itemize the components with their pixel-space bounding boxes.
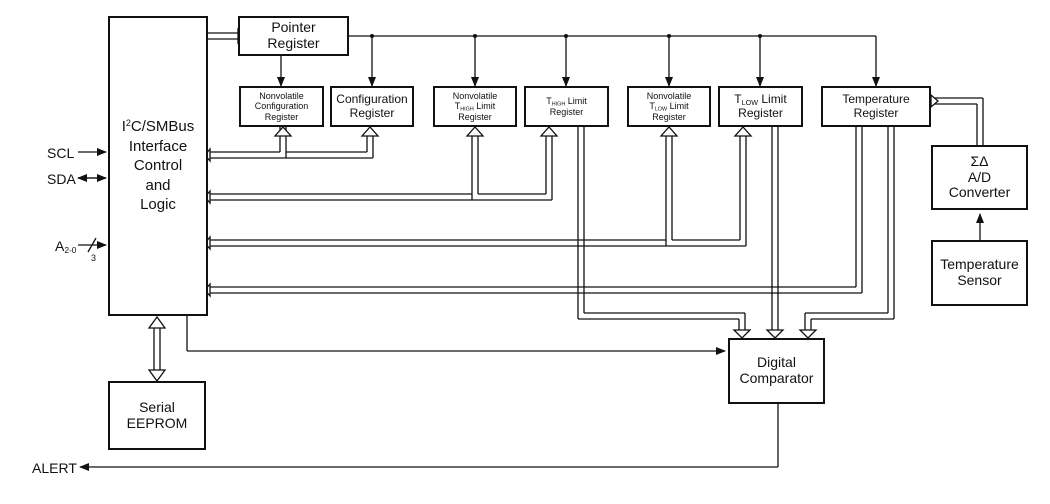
digital-comparator: Digital Comparator bbox=[728, 338, 825, 404]
thigh-limit-register: THIGH Limit Register bbox=[524, 86, 609, 127]
alert-label: ALERT bbox=[32, 460, 77, 476]
tlow-limit-register: TLOW Limit Register bbox=[718, 86, 803, 127]
serial-eeprom: Serial EEPROM bbox=[108, 381, 206, 450]
sda-label: SDA bbox=[47, 171, 76, 187]
i2c-line5: Logic bbox=[140, 196, 176, 214]
i2c-line4: and bbox=[145, 176, 171, 194]
nonvolatile-thigh-limit-register: Nonvolatile THIGH Limit Register bbox=[433, 86, 517, 127]
scl-label: SCL bbox=[47, 145, 75, 161]
i2c-line2: Interface bbox=[128, 137, 188, 155]
sigma-delta-ad-converter: ΣΔ A/D Converter bbox=[931, 145, 1028, 210]
address-label: A2-0 bbox=[55, 238, 77, 256]
pointer-register: Pointer Register bbox=[238, 16, 349, 56]
i2c-line1: I2C/SMBus bbox=[121, 118, 195, 136]
configuration-register: Configuration Register bbox=[330, 86, 414, 127]
temperature-register: Temperature Register bbox=[821, 86, 931, 127]
nonvolatile-tlow-limit-register: Nonvolatile TLOW Limit Register bbox=[627, 86, 711, 127]
pointer-register-line2: Register bbox=[267, 35, 320, 51]
nonvolatile-configuration-register: Nonvolatile Configuration Register bbox=[239, 86, 324, 127]
temperature-sensor: Temperature Sensor bbox=[931, 240, 1028, 306]
pointer-register-line1: Pointer bbox=[271, 19, 316, 36]
i2c-smbus-logic-block: I2C/SMBus Interface Control and Logic bbox=[108, 16, 208, 316]
address-bus-width-label: 3 bbox=[91, 253, 97, 263]
i2c-line3: Control bbox=[133, 157, 183, 175]
